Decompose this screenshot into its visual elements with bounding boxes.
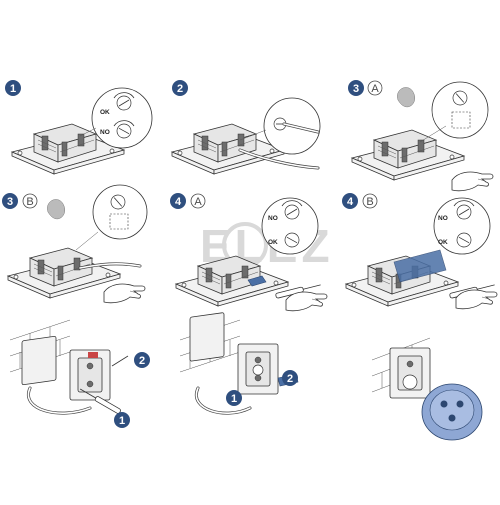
step-badge-3: 3 — [348, 80, 364, 96]
panel-mounting-3 — [371, 337, 483, 441]
variant-badge-a: A — [367, 80, 383, 96]
label-ok: OK — [100, 109, 110, 116]
panel-step-3a: 3 A — [348, 80, 494, 192]
step-badge-1: 1 — [5, 80, 21, 96]
svg-text:1: 1 — [119, 415, 125, 427]
step-badge-4: 4 — [170, 193, 186, 209]
svg-text:B: B — [26, 196, 33, 208]
svg-text:2: 2 — [287, 373, 293, 385]
svg-text:A: A — [371, 83, 379, 95]
panel-step-4b: 4 B NO OK — [342, 193, 498, 310]
variant-badge-b: B — [22, 193, 38, 209]
panel-step-3b: 3 B — [2, 184, 148, 304]
zoom-circle — [431, 81, 489, 139]
label-no: NO — [100, 129, 110, 136]
svg-text:B: B — [366, 196, 373, 208]
zoom-circle — [92, 184, 148, 240]
svg-text:2: 2 — [177, 83, 183, 95]
label-no: NO — [268, 215, 278, 222]
callout-badge: 2 — [134, 352, 150, 368]
zoom-circle — [263, 97, 321, 155]
panel-step-4a: 4 A NO OK — [170, 193, 328, 312]
svg-text:A: A — [194, 196, 202, 208]
label-ok: OK — [268, 239, 278, 246]
label-no: NO — [438, 215, 448, 222]
svg-text:3: 3 — [353, 83, 359, 95]
zoom-circle: NO OK — [433, 197, 491, 255]
step-badge-2: 2 — [172, 80, 188, 96]
callout-badge: 1 — [114, 412, 130, 428]
panel-mounting-2: 1 2 — [179, 312, 299, 415]
socket-cover — [421, 383, 483, 441]
callout-badge: 1 — [226, 390, 242, 406]
svg-text:3: 3 — [7, 196, 13, 208]
svg-text:4: 4 — [347, 196, 354, 208]
svg-text:1: 1 — [231, 393, 237, 405]
svg-text:4: 4 — [175, 196, 182, 208]
variant-badge-b: B — [362, 193, 378, 209]
svg-text:2: 2 — [139, 355, 145, 367]
callout-badge: 2 — [282, 370, 298, 386]
label-ok: OK — [438, 239, 448, 246]
step-badge-3: 3 — [2, 193, 18, 209]
zoom-circle: OK NO — [91, 87, 153, 149]
variant-badge-a: A — [190, 193, 206, 209]
step-badge-4: 4 — [342, 193, 358, 209]
panel-step-1: 1 OK NO — [5, 80, 153, 175]
panel-mounting-1: 2 1 — [9, 319, 150, 428]
panel-step-2: 2 — [171, 80, 321, 175]
svg-text:1: 1 — [10, 83, 16, 95]
zoom-circle: NO OK — [261, 197, 319, 255]
